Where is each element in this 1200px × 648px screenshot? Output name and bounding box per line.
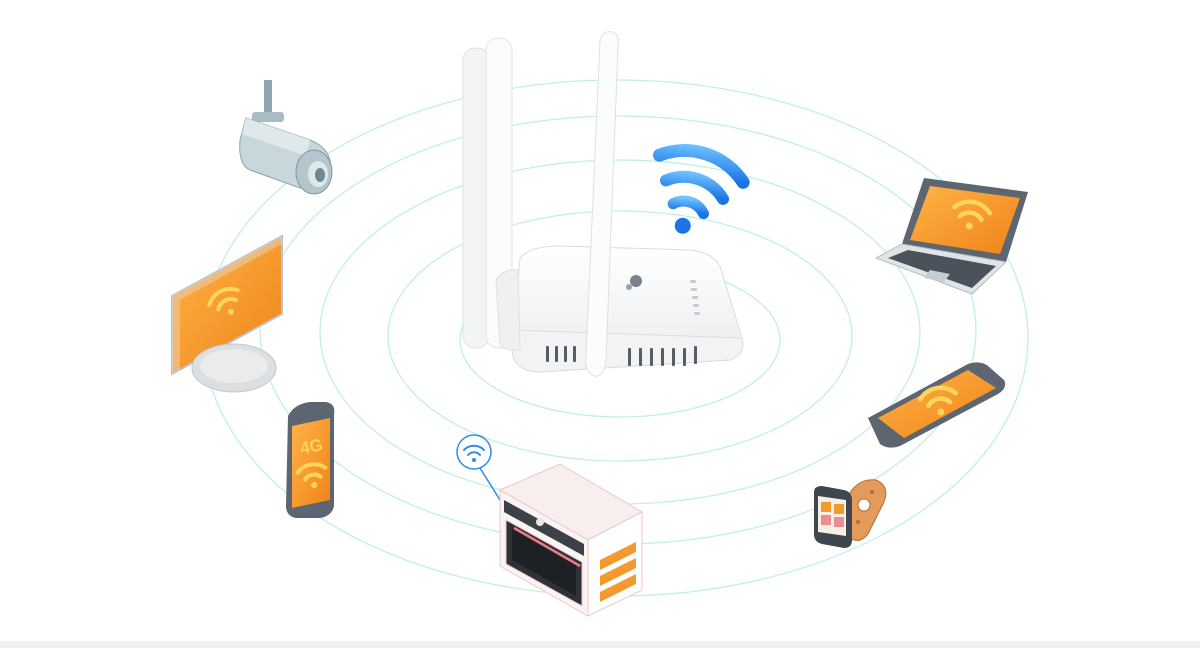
laptop-icon xyxy=(874,178,1028,295)
security-camera-icon xyxy=(239,80,333,195)
router-vent xyxy=(564,346,567,362)
wifi-router-icon xyxy=(462,31,744,377)
smartphone-icon: 4G xyxy=(286,402,335,518)
router-front-vents xyxy=(628,346,697,366)
phone-network-label: 4G xyxy=(299,435,325,458)
router-vent xyxy=(672,348,675,366)
router-antenna xyxy=(485,37,513,349)
router-vent xyxy=(573,346,576,362)
router-vent xyxy=(661,348,664,366)
monitor-icon xyxy=(171,234,283,393)
wifi-icon xyxy=(917,385,958,416)
router-antenna xyxy=(462,47,490,349)
router-vent xyxy=(683,348,686,366)
page-footer-bar xyxy=(0,641,1200,648)
router-led xyxy=(691,288,697,291)
router-led xyxy=(694,312,700,315)
signal-ring xyxy=(387,210,853,462)
router-vent xyxy=(694,346,697,364)
router-antenna xyxy=(585,31,619,377)
router-logo xyxy=(630,275,642,287)
router-led xyxy=(693,304,699,307)
wifi-signal-icon xyxy=(652,144,750,234)
wifi-icon xyxy=(295,462,328,488)
wifi-icon xyxy=(952,199,993,230)
tablet-icon xyxy=(868,362,1006,448)
wifi-bubble-icon xyxy=(456,434,501,501)
router-logo xyxy=(626,284,632,290)
router-vent xyxy=(628,348,631,366)
router-vent xyxy=(546,346,549,362)
router-vent xyxy=(639,348,642,366)
smart-oven-icon xyxy=(456,434,644,617)
router-vent xyxy=(650,348,653,366)
router-led xyxy=(692,296,698,299)
router-led xyxy=(690,280,696,283)
wifi-icon xyxy=(207,286,240,315)
router-leds xyxy=(690,280,700,315)
router-vent xyxy=(555,346,558,362)
router-side-vents xyxy=(546,346,576,362)
smartwatch-icon xyxy=(814,479,887,548)
